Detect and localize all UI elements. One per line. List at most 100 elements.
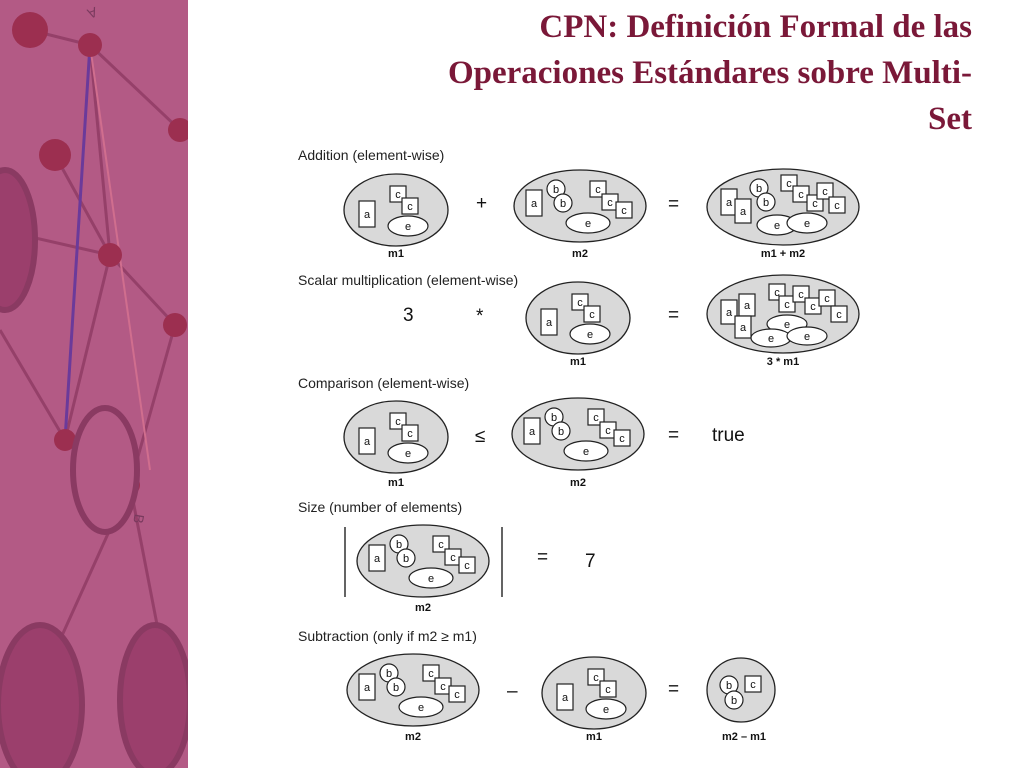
scaled-element-e3-letter: e xyxy=(804,331,810,343)
scaled-element-e1-letter: e xyxy=(784,319,790,331)
multiset-m2-size-element-b2-circle xyxy=(396,548,416,568)
multiset-m1-comparison-element-a-box xyxy=(358,427,376,455)
sum-element-a1-letter: a xyxy=(726,197,733,209)
difference-element-c-box xyxy=(744,675,762,693)
multiset-difference: bbc xyxy=(706,657,776,723)
multiset-m1-comparison-element-e-ellipse xyxy=(387,442,429,464)
multiset-m2-addition-element-c3-box xyxy=(615,201,633,219)
scaled-element-e2-letter: e xyxy=(768,333,774,345)
multiset-m2-addition-element-a-box xyxy=(525,189,543,217)
multiset-m1-comparison-element-e-letter: e xyxy=(405,448,411,460)
sum-element-c4-letter: c xyxy=(822,186,828,198)
multiset-m2-subtraction-element-c1-box xyxy=(422,664,440,682)
sum-element-c1-letter: c xyxy=(786,178,792,190)
scaled-element-c1-letter: c xyxy=(774,287,780,299)
multiset-m2-addition-element-e-letter: e xyxy=(585,218,591,230)
multiset-m2-comparison-element-b1-letter: b xyxy=(551,412,557,424)
multiset-m1-scalar-element-c2-box xyxy=(583,305,601,323)
scaled-element-e3-ellipse xyxy=(786,326,828,346)
multiset-m2-size-element-b1-letter: b xyxy=(396,539,402,551)
multiset-m2-size-element-b2-letter: b xyxy=(403,553,409,565)
section-label-comparison: Comparison (element-wise) xyxy=(298,375,470,391)
scalar-value: 3 xyxy=(403,305,414,326)
section-label-size: Size (number of elements) xyxy=(298,499,463,515)
scaled-element-c2-box xyxy=(778,295,796,313)
scaled-element-c5-letter: c xyxy=(824,293,830,305)
multiset-m2-comparison-element-a-letter: a xyxy=(529,426,536,438)
caption-sum: m1 + m2 xyxy=(761,248,805,260)
title-line-3: Set xyxy=(928,101,972,137)
section-label-subtraction: Subtraction (only if m2 ≥ m1) xyxy=(298,628,477,644)
multiset-m1-subtraction-element-a-letter: a xyxy=(562,692,569,704)
caption-m2-comparison: m2 xyxy=(570,477,586,489)
caption-difference: m2 – m1 xyxy=(722,731,766,743)
multiset-m1-addition-element-a-letter: a xyxy=(364,209,371,221)
caption-m2-subtraction: m2 xyxy=(405,731,421,743)
sum-element-a2-box xyxy=(734,198,752,224)
equals-operator-size: = xyxy=(537,547,548,568)
multiset-m1-comparison-element-c2-box xyxy=(401,424,419,442)
comparison-result: true xyxy=(712,425,745,446)
caption-scaled: 3 * m1 xyxy=(767,356,799,368)
multiset-m1-subtraction-element-c2-letter: c xyxy=(605,684,611,696)
multiset-m2-subtraction-element-e-letter: e xyxy=(418,702,424,714)
plus-operator: + xyxy=(476,193,487,214)
multiset-m1-subtraction-element-c2-box xyxy=(599,680,617,698)
sum-element-c4-box xyxy=(816,182,834,200)
caption-m2-addition: m2 xyxy=(572,248,588,260)
multiset-m1-addition-element-c1-letter: c xyxy=(395,189,401,201)
scaled-element-a3-letter: a xyxy=(740,322,747,334)
multiset-m2-subtraction-element-c3-box xyxy=(448,685,466,703)
multiset-m2-addition-element-e-ellipse xyxy=(565,212,611,234)
multiset-m1-scalar-element-a-letter: a xyxy=(546,317,553,329)
caption-m1-subtraction: m1 xyxy=(586,731,602,743)
scaled-element-a3-box xyxy=(734,315,752,339)
difference-element-b2-letter: b xyxy=(731,695,737,707)
scaled-element-c6-letter: c xyxy=(836,309,842,321)
multiset-m1-scalar-element-e-letter: e xyxy=(587,329,593,341)
multiset-m1-addition-element-e-letter: e xyxy=(405,221,411,233)
scaled-element-c5-box xyxy=(818,289,836,307)
sum-element-c3-letter: c xyxy=(812,198,818,210)
multiset-m2-addition-element-c2-letter: c xyxy=(607,197,613,209)
leq-operator: ≤ xyxy=(475,426,485,447)
multiset-m2-addition-element-a-letter: a xyxy=(531,198,538,210)
equals-operator-scalar: = xyxy=(668,305,679,326)
sum-element-c2-box xyxy=(792,185,810,203)
sum-element-b2-circle xyxy=(756,192,776,212)
sidebar-letter-b: B xyxy=(130,513,147,525)
multiset-m1-scalar-element-e-ellipse xyxy=(569,323,611,345)
multiset-m2-size-element-a-box xyxy=(368,544,386,572)
multiset-m2-addition-element-b2-letter: b xyxy=(560,198,566,210)
multiset-m2-addition-element-c1-letter: c xyxy=(595,184,601,196)
multiset-outline xyxy=(706,657,776,723)
multiset-m2-comparison-element-c2-letter: c xyxy=(605,425,611,437)
multiset-m2-comparison-element-c1-letter: c xyxy=(593,412,599,424)
times-operator: * xyxy=(476,306,484,327)
sum-element-b1-letter: b xyxy=(756,183,762,195)
scaled-element-a2-letter: a xyxy=(744,300,751,312)
multiset-m2-addition-element-b2-circle xyxy=(553,193,573,213)
sum-element-b2-letter: b xyxy=(763,197,769,209)
difference-element-b2-circle xyxy=(724,690,744,710)
multiset-m1-addition-element-e-ellipse xyxy=(387,215,429,237)
section-label-addition: Addition (element-wise) xyxy=(298,147,445,163)
multiset-m2-comparison-element-e-letter: e xyxy=(583,446,589,458)
size-result: 7 xyxy=(585,551,596,572)
multiset-m2-subtraction-element-c1-letter: c xyxy=(428,668,434,680)
multiset-m2-size-element-c3-letter: c xyxy=(464,560,470,572)
sum-element-c5-letter: c xyxy=(834,200,840,212)
minus-operator: – xyxy=(507,681,518,702)
sum-element-c2-letter: c xyxy=(798,189,804,201)
multiset-m2-size-element-c1-box xyxy=(432,535,450,553)
